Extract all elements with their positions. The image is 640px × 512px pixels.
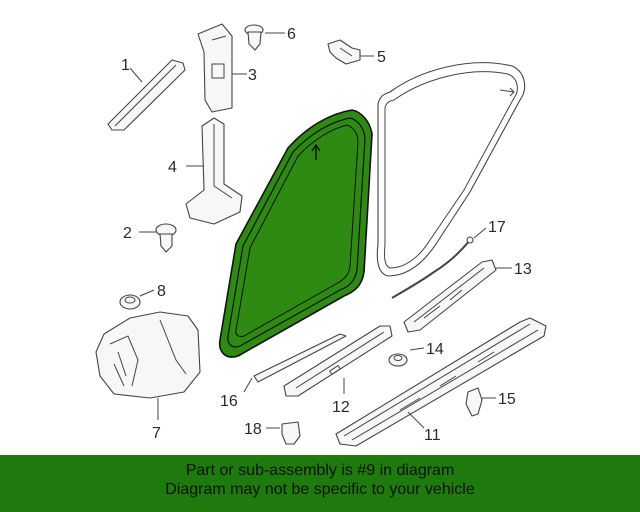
- part-7-kick-panel[interactable]: 7: [95, 311, 201, 442]
- banner-line-2: Diagram may not be specific to your vehi…: [165, 481, 475, 498]
- part-12-front-sill-plate[interactable]: 12: [283, 325, 393, 416]
- part-2-clip[interactable]: 2: [123, 223, 177, 253]
- callout-8: 8: [157, 283, 166, 300]
- part-13-rear-sill-plate[interactable]: 13: [403, 259, 532, 333]
- callout-2: 2: [123, 225, 132, 242]
- banner-line-1: Part or sub-assembly is #9 in diagram: [185, 462, 455, 479]
- callout-7: 7: [152, 425, 161, 442]
- callout-11: 11: [424, 427, 441, 444]
- part-4-lower-pillar-trim[interactable]: 4: [168, 117, 243, 225]
- part-15-clip[interactable]: 15: [465, 387, 516, 417]
- part-16-strip[interactable]: 16: [220, 333, 347, 410]
- part-17-strip[interactable]: 17: [391, 219, 506, 299]
- callout-1: 1: [121, 57, 130, 74]
- callout-15: 15: [498, 391, 516, 408]
- callout-17: 17: [488, 219, 506, 236]
- part-8-grommet[interactable]: 8: [119, 283, 166, 310]
- callout-6: 6: [287, 26, 296, 43]
- callout-4: 4: [168, 159, 177, 176]
- part-6-clip[interactable]: 6: [244, 24, 296, 51]
- part-14-grommet[interactable]: 14: [388, 341, 444, 367]
- callout-5: 5: [377, 49, 386, 66]
- part-11-rocker-panel[interactable]: 11: [335, 317, 547, 447]
- callout-13: 13: [514, 261, 532, 278]
- part-3-pillar-trim[interactable]: 3: [197, 23, 257, 113]
- callout-3: 3: [248, 67, 257, 84]
- callout-14: 14: [426, 341, 444, 358]
- info-banner: Part or sub-assembly is #9 in diagram Di…: [0, 455, 640, 512]
- part-18-clip[interactable]: 18: [244, 421, 301, 445]
- callout-12: 12: [332, 399, 350, 416]
- callout-18: 18: [244, 421, 262, 438]
- door-opening-weatherstrip[interactable]: [376, 62, 526, 277]
- part-9-door-seal-highlighted[interactable]: [218, 109, 373, 358]
- part-1-trim-strip[interactable]: 1: [107, 57, 186, 131]
- callout-16: 16: [220, 393, 238, 410]
- part-5-bracket[interactable]: 5: [327, 39, 386, 66]
